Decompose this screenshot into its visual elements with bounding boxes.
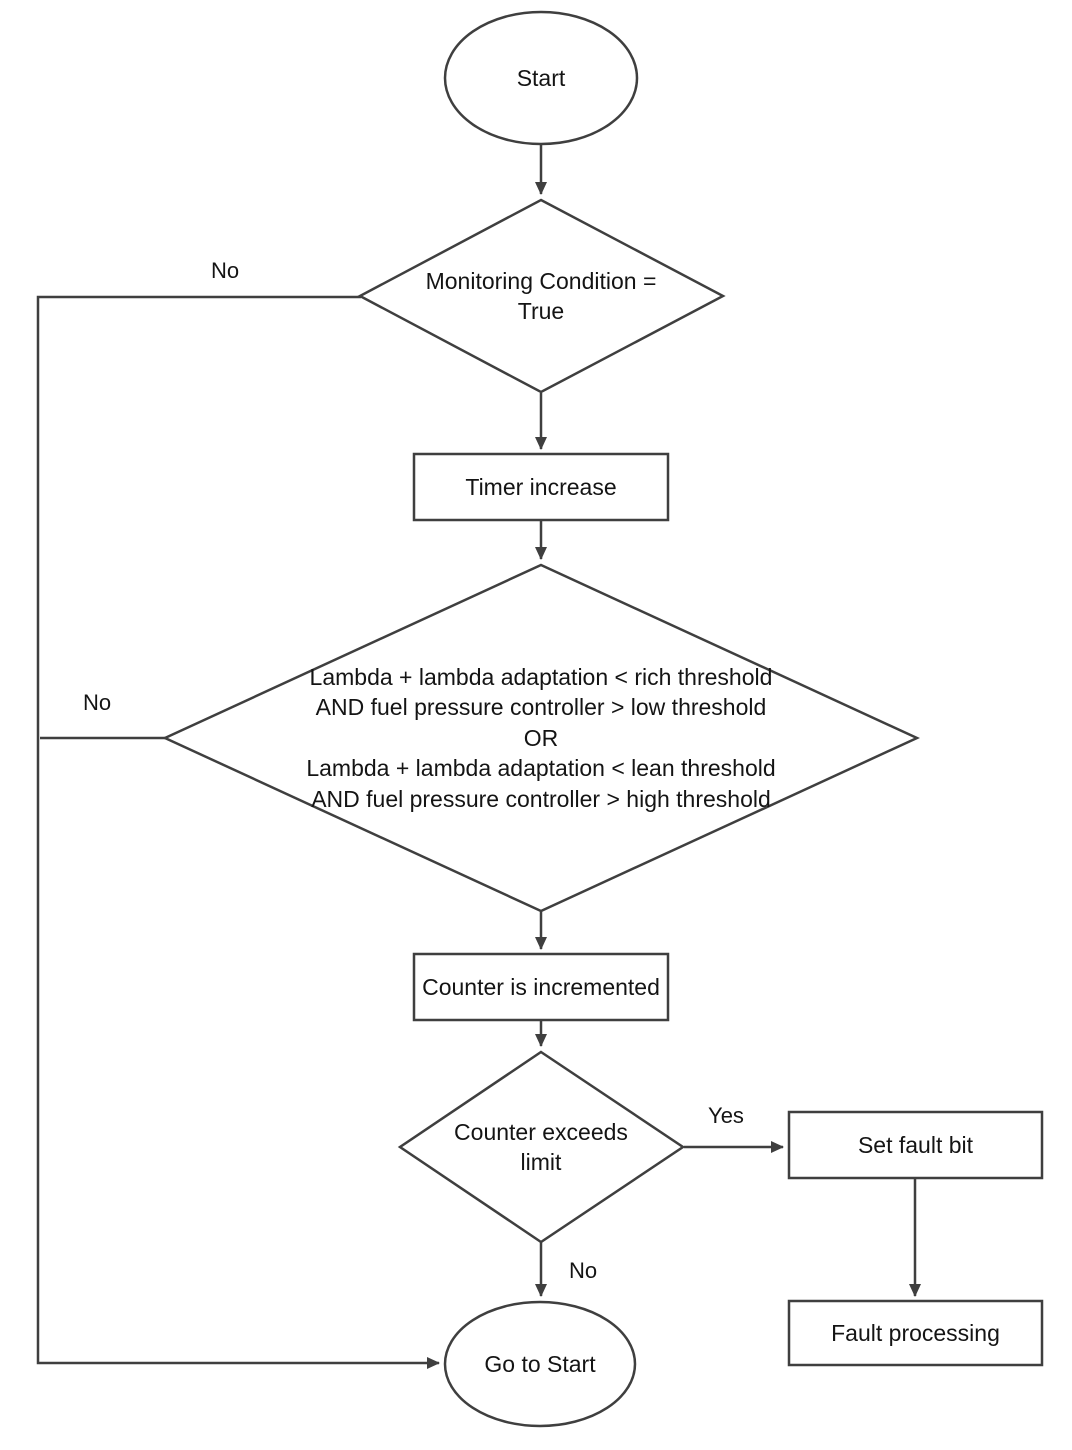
edge-label-monitoring-no: No [210,258,240,283]
set-fault-bit-label: Set fault bit [857,1131,974,1158]
terminator-start-shape [443,10,639,146]
fault-processing-label: Fault processing [831,1319,1000,1346]
goto-start-label: Go to Start [484,1350,596,1377]
lambda-condition-label: Lambda + lambda adaptation < rich thresh… [306,664,776,812]
terminator-goto-start-shape [443,1300,637,1428]
edge-label-lambda-no: No [82,690,112,715]
counter-exceeds-limit-label: Counter exceeds limit [454,1118,628,1175]
process-fault-processing-shape [787,1299,1044,1367]
edge-monitoring-no-to-goto-start [36,295,440,1369]
process-timer-shape [412,452,670,522]
decision-monitoring-shape [357,198,726,394]
timer-increase-label: Timer increase [465,473,617,500]
edge-label-counter-limit-no: No [568,1258,598,1283]
decision-counter-limit-shape [397,1050,686,1244]
decision-lambda-shape [162,563,920,913]
process-counter-increment-shape [412,952,670,1022]
process-set-fault-shape [787,1110,1044,1180]
monitoring-condition-label: Monitoring Condition = True [425,267,657,324]
start-label: Start [516,64,566,91]
counter-incremented-label: Counter is incremented [422,973,660,1000]
edge-label-counter-limit-yes: Yes [708,1103,744,1128]
